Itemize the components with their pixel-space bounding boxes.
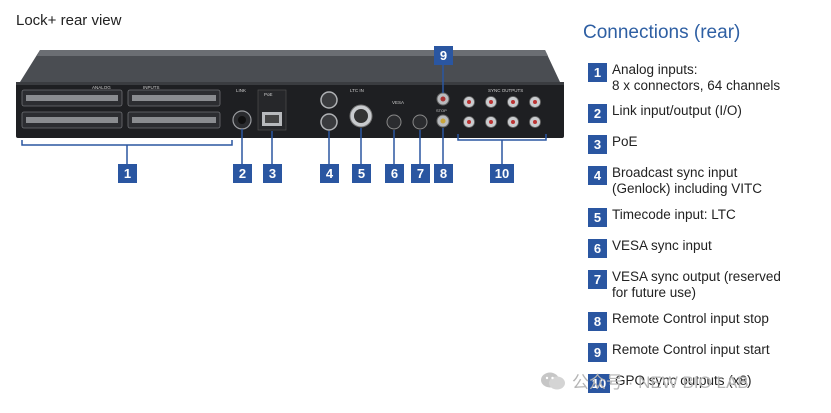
connection-number: 8: [588, 312, 607, 331]
connection-number: 6: [588, 239, 607, 258]
connection-number: 2: [588, 104, 607, 123]
connection-item-5: 5 Timecode input: LTC: [588, 207, 736, 227]
wechat-icon: [541, 372, 565, 389]
connection-text: GPO sync outputs (x8): [615, 373, 752, 388]
connection-number: 4: [588, 166, 607, 185]
connection-text-2: for future use): [612, 285, 697, 300]
connection-text: Link input/output (I/O): [612, 103, 742, 118]
connection-number: 10: [588, 374, 610, 393]
connection-number: 9: [588, 343, 607, 362]
callout-3: 3: [263, 164, 282, 183]
watermark: 公众号 · NEW BIO LAB: [540, 368, 749, 393]
connection-text: Remote Control input start: [612, 342, 770, 357]
connection-text-2: (Genlock) including VITC: [612, 181, 763, 196]
page-title: Lock+ rear view: [16, 12, 122, 29]
connection-text-2: 8 x connectors, 64 channels: [612, 78, 781, 93]
ltc-label: LTC IN: [350, 88, 364, 93]
connections-heading: Connections (rear): [583, 22, 741, 43]
callout-1: 1: [118, 164, 137, 183]
connection-text: Timecode input: LTC: [612, 207, 736, 222]
connection-item-6: 6 VESA sync input: [588, 238, 712, 258]
callout-2: 2: [233, 164, 252, 183]
analog-label: ANALOG: [92, 85, 111, 90]
connection-text: Broadcast sync input: [612, 165, 738, 180]
callout-4: 4: [320, 164, 339, 183]
link-label: LINK: [236, 88, 246, 93]
callout-8: 8: [434, 164, 453, 183]
callout-5: 5: [352, 164, 371, 183]
connection-text: VESA sync input: [612, 238, 712, 253]
connection-number: 3: [588, 135, 607, 154]
connection-text: PoE: [612, 134, 638, 149]
connection-item-9: 9 Remote Control input start: [588, 342, 770, 362]
callout-9: 9: [434, 46, 453, 65]
connection-item-4: 4 Broadcast sync input(Genlock) includin…: [588, 165, 762, 197]
watermark-text: 公众号 · NEW BIO LAB: [572, 373, 749, 392]
connection-number: 1: [588, 63, 607, 82]
callout-10: 10: [490, 164, 514, 183]
connection-text: Analog inputs:: [612, 62, 698, 77]
connection-text: Remote Control input stop: [612, 311, 769, 326]
stop-label: STOP: [436, 108, 447, 113]
sync-outputs-label: SYNC OUTPUTS: [488, 88, 523, 93]
poe-label: PoE: [264, 92, 273, 97]
connection-item-3: 3 PoE: [588, 134, 638, 154]
inputs-label: INPUTS: [143, 85, 160, 90]
connection-item-8: 8 Remote Control input stop: [588, 311, 769, 331]
connection-item-1: 1 Analog inputs:8 x connectors, 64 chann…: [588, 62, 780, 94]
connection-number: 5: [588, 208, 607, 227]
connection-number: 7: [588, 270, 607, 289]
connection-item-2: 2 Link input/output (I/O): [588, 103, 742, 123]
callout-6: 6: [385, 164, 404, 183]
connection-text: VESA sync output (reserved: [612, 269, 781, 284]
callout-7: 7: [411, 164, 430, 183]
device-illustration: ANALOG INPUTS LINK PoE LTC IN VESA STOP …: [0, 0, 580, 205]
connection-item-10: 10 GPO sync outputs (x8): [588, 373, 752, 393]
vesa-label: VESA: [392, 100, 404, 105]
